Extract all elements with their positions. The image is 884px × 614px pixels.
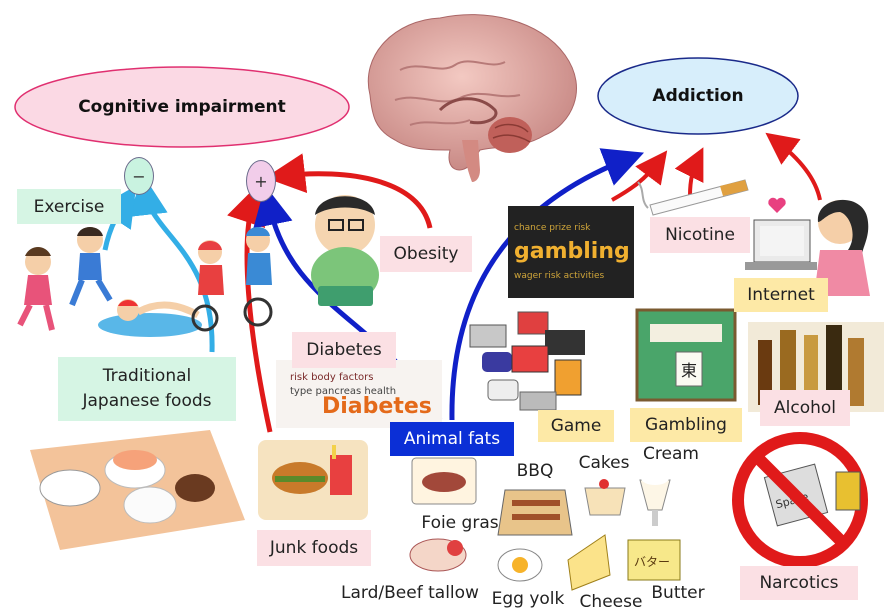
japanese-meal-illustration [30, 430, 245, 550]
lard-illustration [409, 538, 467, 572]
obesity-label: Obesity [380, 236, 472, 272]
gambling-label: Gambling [630, 408, 742, 442]
arrow-traditional-to-minus [127, 175, 215, 353]
traditional-japanese-foods-label: Traditional Japanese foods [58, 357, 236, 421]
butter-package-text: バター [634, 555, 670, 569]
arrow-junk-to-plus [227, 183, 273, 433]
junk-food-illustration [258, 440, 368, 520]
arrow-gambling-to-addiction [611, 150, 668, 202]
exercise-label: Exercise [17, 189, 121, 224]
gambling-wordcloud: chance prize risk gambling wager risk ac… [508, 206, 634, 298]
exercise-illustration [17, 227, 202, 337]
cheese-label: Cheese [579, 592, 643, 612]
foie-gras-illustration [411, 457, 477, 505]
bbq-illustration [497, 489, 573, 536]
narcotics-prohibited-illustration: Space [732, 432, 868, 568]
cognitive-ellipse [14, 66, 350, 148]
svg-text:risk body factors: risk body factors [290, 372, 374, 383]
game-consoles-illustration [469, 311, 585, 411]
butter-label: Butter [651, 583, 705, 603]
butter-illustration: バター [627, 539, 681, 581]
egg-yolk-illustration [497, 548, 543, 582]
svg-text:type pancreas health: type pancreas health [290, 386, 396, 397]
gambling-word-text: gambling [514, 239, 630, 264]
svg-text:wager risk activities: wager risk activities [514, 271, 605, 281]
egg-yolk-label: Egg yolk [491, 589, 565, 609]
cheese-illustration [567, 534, 611, 591]
arrow-obesity-to-plus [265, 153, 433, 229]
cakes-illustration [584, 479, 626, 516]
lard-beef-tallow-label: Lard/Beef tallow [341, 583, 479, 603]
cyclists-illustration [191, 227, 273, 332]
diabetes-label: Diabetes [292, 332, 396, 368]
narcotics-label: Narcotics [740, 566, 858, 600]
arrow-internet-to-addiction [765, 132, 822, 201]
svg-text:chance prize risk: chance prize risk [514, 223, 591, 233]
animal-fats-label: Animal fats [390, 422, 514, 456]
foie-gras-label: Foie gras [421, 513, 499, 533]
cognitive-impairment-header: Cognitive impairment [78, 97, 286, 117]
cream-illustration [639, 471, 671, 526]
traditional-line-1: Traditional [102, 366, 192, 386]
traditional-line-2: Japanese foods [82, 391, 212, 411]
addiction-ellipse [597, 57, 799, 135]
cakes-label: Cakes [578, 453, 630, 473]
nicotine-label: Nicotine [650, 217, 750, 253]
obesity-boy-illustration [311, 195, 379, 306]
minus-sign-node: − [124, 157, 154, 195]
mahjong-tile-text: 東 [681, 361, 697, 380]
diabetes-word-text: Diabetes [322, 394, 432, 419]
cigarette-illustration [637, 179, 749, 216]
game-label: Game [538, 410, 614, 442]
junk-foods-label: Junk foods [257, 530, 371, 566]
diabetes-wordcloud: risk body factors type pancreas health D… [276, 360, 442, 428]
addiction-header: Addiction [652, 86, 744, 106]
mahjong-illustration: 東 [635, 308, 737, 402]
brain-image [367, 14, 577, 182]
internet-girl-illustration [745, 197, 870, 296]
alcohol-label: Alcohol [760, 390, 850, 426]
internet-label: Internet [734, 278, 828, 312]
arrow-nicotine-to-addiction [674, 147, 704, 196]
arrow-fats-to-addiction [449, 148, 645, 421]
cream-label: Cream [643, 444, 699, 464]
plus-sign-node: + [246, 160, 276, 202]
bbq-label: BBQ [516, 461, 554, 481]
